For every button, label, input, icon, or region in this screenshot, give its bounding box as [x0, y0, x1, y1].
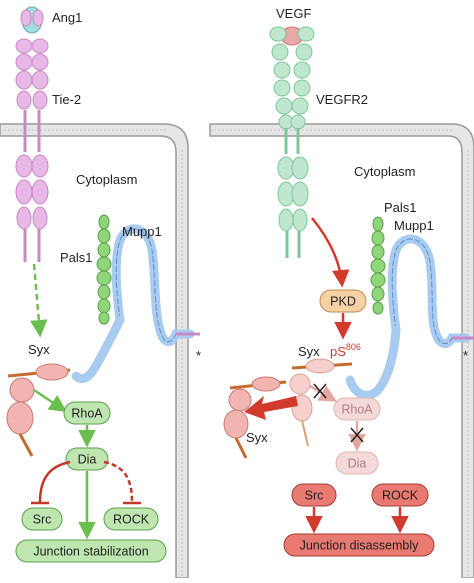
right-pals1-label: Pals1: [384, 200, 417, 215]
pkd-node: PKD: [319, 289, 367, 313]
left-dia-node: Dia: [65, 447, 109, 471]
vegfr2-to-pkd-arrow: [311, 217, 350, 288]
right-syx-label: Syx: [298, 344, 320, 359]
released-syx-label: Syx: [246, 430, 268, 445]
right-cell-membrane: [209, 123, 474, 579]
left-mupp1-label: Mupp1: [122, 224, 162, 239]
right-cytoplasm-label: Cytoplasm: [354, 164, 415, 179]
released-syx-protein: [223, 376, 287, 459]
left-syx-protein: [6, 363, 71, 457]
left-cytoplasm-label: Cytoplasm: [76, 172, 137, 187]
phospho-prefix: pS: [330, 344, 346, 359]
junction-disassembly-label: Junction disassembly: [300, 538, 420, 552]
syx-to-rhoa-arrow: [33, 388, 67, 412]
right-pals1-protein: [370, 216, 386, 315]
right-mupp1-label: Mupp1: [394, 218, 434, 233]
syx-rhoa-block-mark: [313, 383, 327, 399]
right-junction-marker: *: [463, 348, 468, 363]
tie2-to-syx-arrow: [30, 263, 48, 338]
left-panel: Ang1 Tie-2 Cytoplasm: [0, 6, 201, 579]
left-src-label: Src: [33, 512, 52, 526]
ang1-ligand: [20, 6, 44, 34]
left-rhoa-node: RhoA: [63, 401, 111, 425]
vegf-label: VEGF: [276, 6, 311, 21]
right-mupp1-protein: [387, 234, 471, 348]
dia-inhibits-rock: [103, 460, 134, 503]
right-src-node: Src: [291, 483, 337, 507]
left-rock-node: ROCK: [103, 507, 159, 531]
phospho-site-number: 806: [346, 342, 361, 352]
junction-disassembly-node: Junction disassembly: [283, 533, 435, 557]
rhoa-dia-block-mark: [350, 427, 364, 443]
dia-inhibits-src: [38, 460, 71, 503]
left-junction-marker: *: [196, 348, 201, 363]
vegfr2-receptor: [269, 26, 315, 258]
left-rock-label: ROCK: [113, 512, 150, 526]
left-rhoa-label: RhoA: [71, 406, 103, 420]
right-rhoa-label: RhoA: [341, 402, 373, 416]
junction-stabilization-node: Junction stabilization: [15, 539, 167, 563]
left-pals1-label: Pals1: [60, 250, 93, 265]
tie2-receptor: [15, 38, 49, 262]
tie2-label: Tie-2: [52, 92, 81, 107]
right-rock-node: ROCK: [371, 483, 429, 507]
phospho-site-label: pS806: [330, 342, 361, 359]
left-dia-label: Dia: [78, 452, 97, 466]
left-pals1-protein: [96, 214, 112, 325]
right-src-label: Src: [305, 488, 324, 502]
vegfr2-label: VEGFR2: [316, 92, 368, 107]
junction-stabilization-label: Junction stabilization: [33, 544, 148, 558]
pkd-label: PKD: [330, 294, 356, 308]
syx-release-arrow: [244, 396, 298, 420]
right-rhoa-node: RhoA: [333, 397, 381, 421]
right-panel: VEGF VEGFR2 Cytoplasm: [209, 6, 474, 579]
right-dia-label: Dia: [348, 456, 367, 470]
right-rock-label: ROCK: [382, 488, 419, 502]
left-src-node: Src: [21, 507, 63, 531]
right-dia-node: Dia: [335, 451, 379, 475]
ang1-label: Ang1: [52, 10, 82, 25]
left-syx-label: Syx: [28, 342, 50, 357]
